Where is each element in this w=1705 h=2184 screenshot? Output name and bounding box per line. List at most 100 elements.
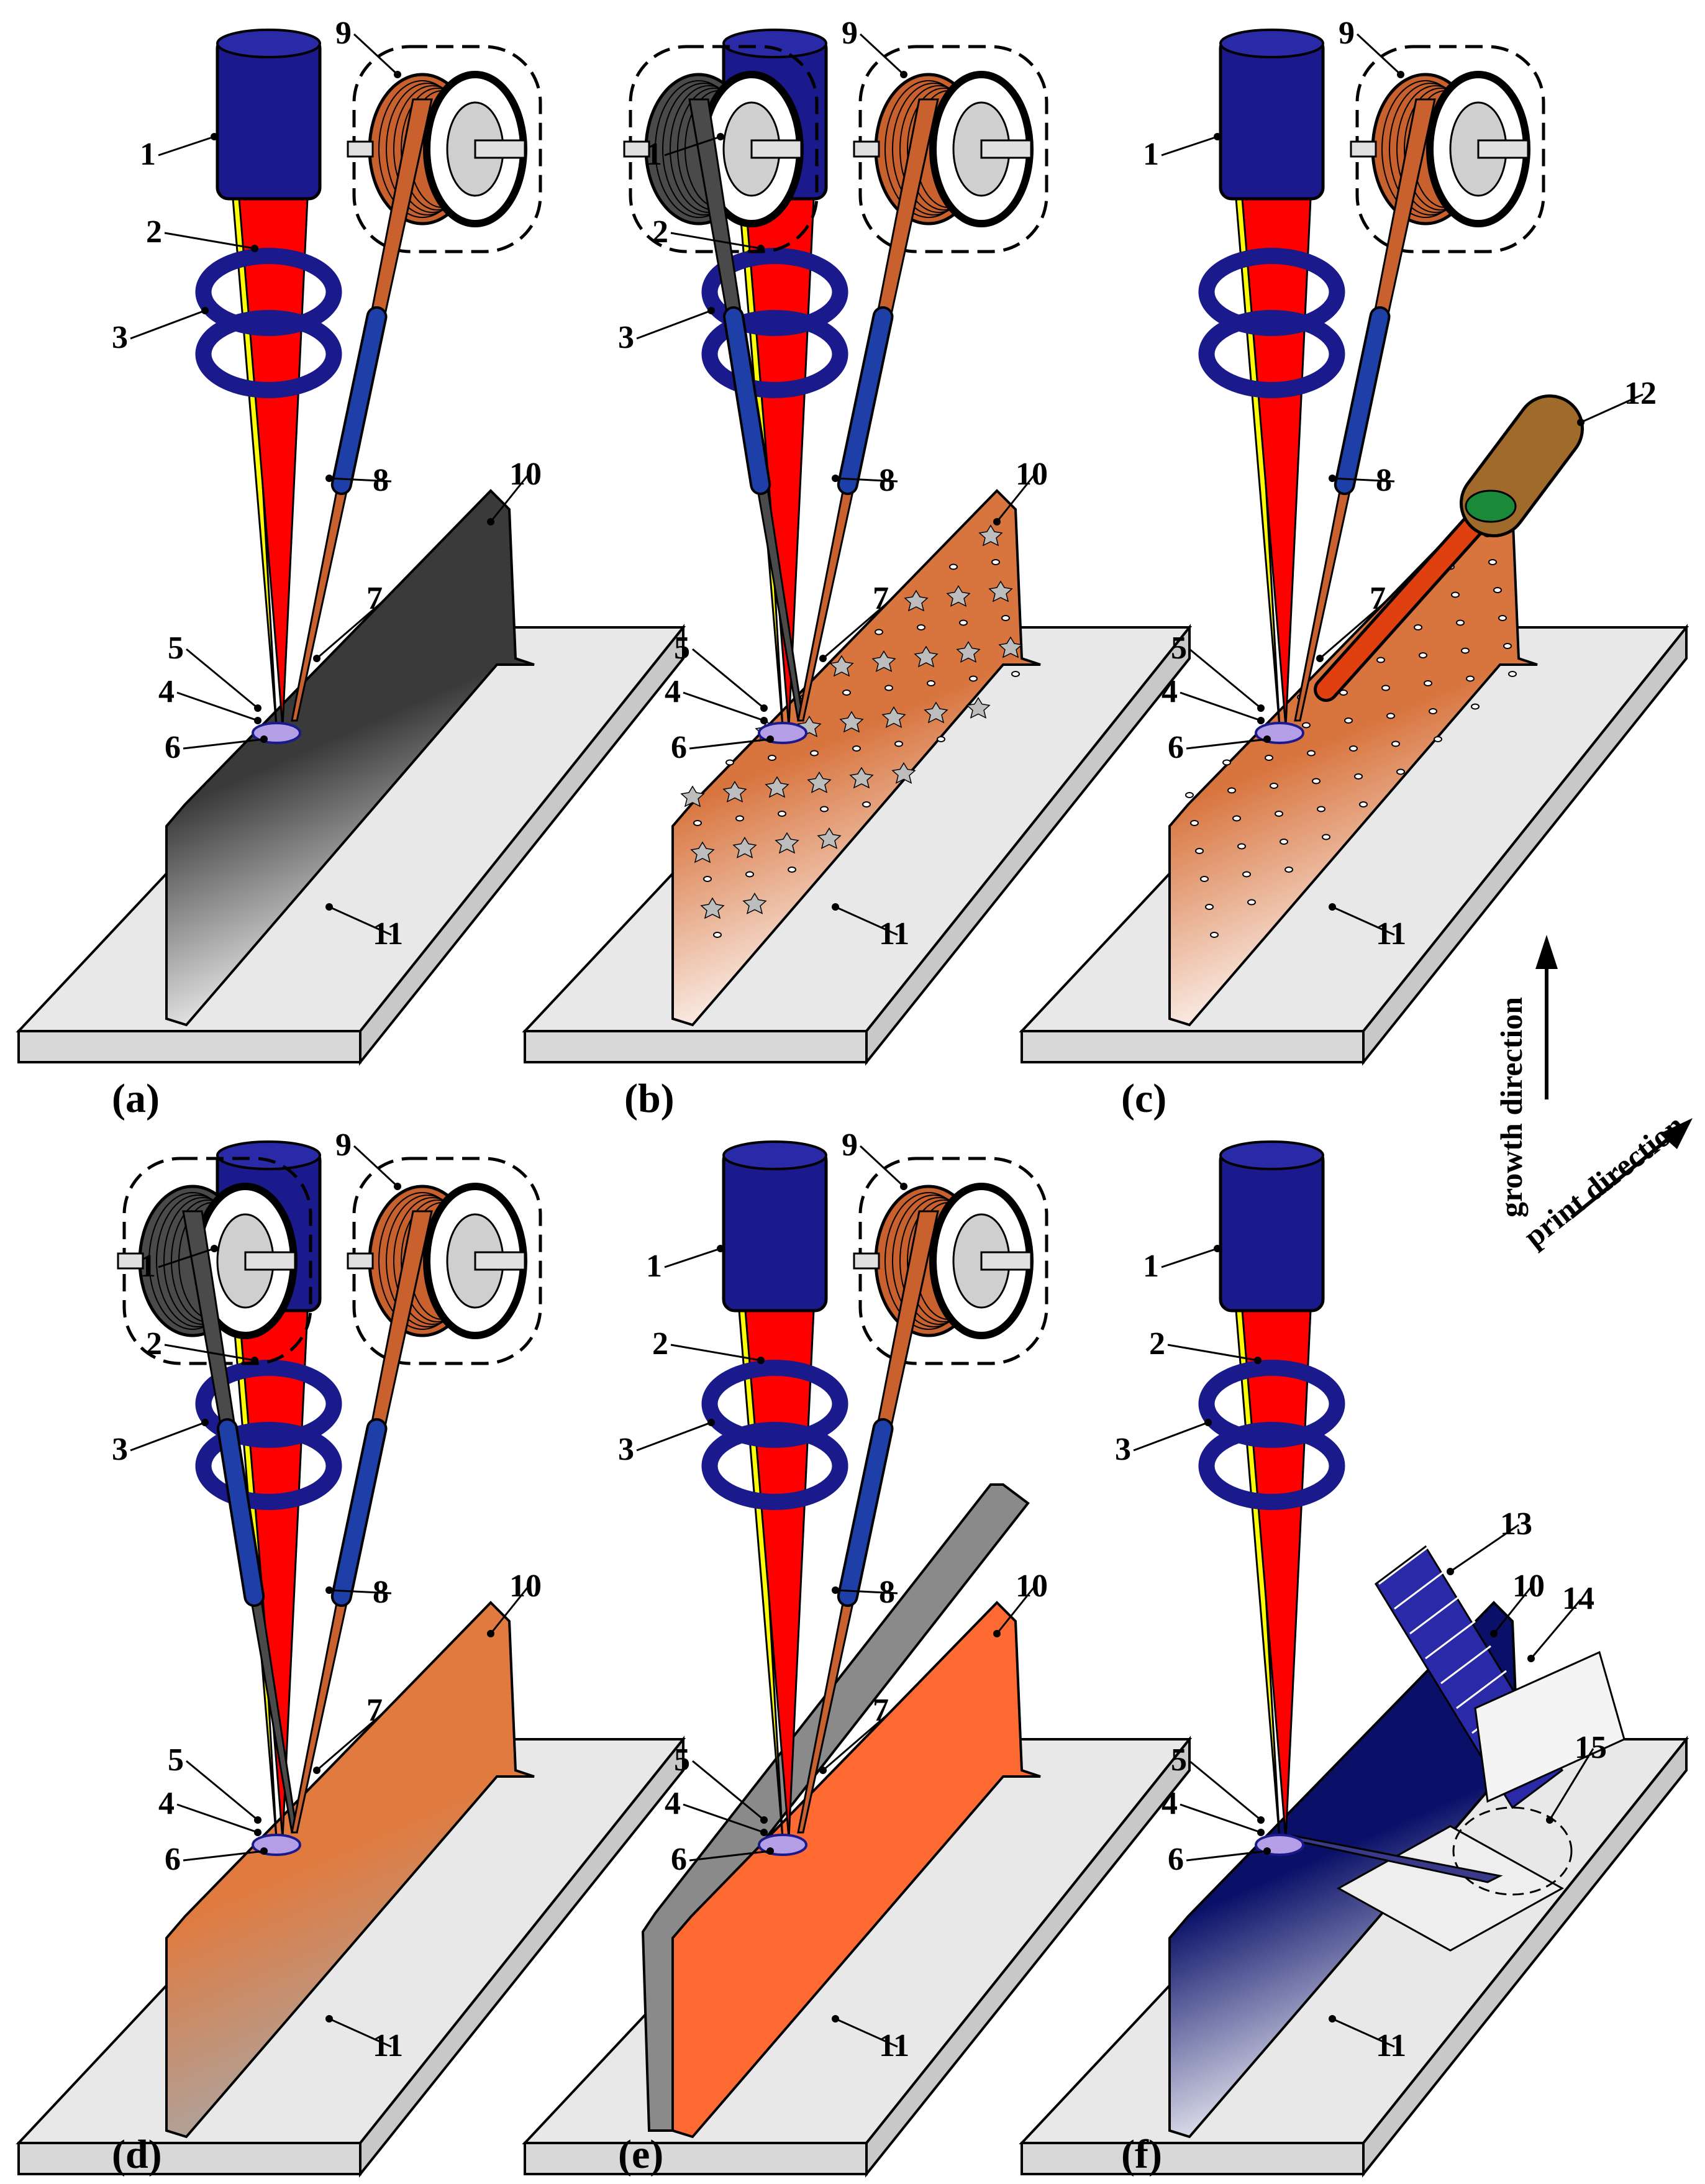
callout-8: 8	[1376, 463, 1392, 498]
callout-11-leader	[835, 2018, 898, 2048]
callout-1: 1	[1143, 1249, 1159, 1284]
callout-4-leader-tip	[1257, 1829, 1265, 1836]
callout-10-leader	[996, 475, 1035, 522]
wire-guide-tube	[219, 1421, 263, 1604]
callout-9-leader-tip	[900, 71, 907, 78]
callout-9: 9	[842, 16, 858, 51]
laser-head	[1219, 1147, 1325, 1313]
callout-10: 10	[1512, 1568, 1545, 1604]
callout-9-leader	[353, 1145, 399, 1188]
callout-5: 5	[674, 630, 690, 666]
laser-beam	[238, 198, 309, 727]
wire-guide-tube	[725, 309, 769, 493]
laser-head-top	[1219, 29, 1324, 58]
callout-5: 5	[674, 1742, 690, 1778]
callout-11-leader-tip	[832, 2015, 839, 2022]
callout-10: 10	[509, 457, 542, 492]
callout-7-leader-tip	[313, 655, 321, 662]
shielding-ring-1	[195, 1360, 342, 1448]
shielding-ring-2	[1198, 1422, 1345, 1510]
callout-8: 8	[373, 463, 389, 498]
callout-9-leader-tip	[394, 1183, 401, 1190]
callout-9-leader	[859, 33, 905, 76]
callout-10-leader-tip	[487, 1630, 494, 1637]
callout-9: 9	[335, 16, 352, 51]
callout-5-leader-tip	[760, 704, 768, 712]
callout-13-leader	[1450, 1524, 1519, 1573]
callout-9-leader	[353, 33, 399, 76]
callout-4-leader	[176, 1803, 258, 1834]
callout-9: 9	[335, 1127, 352, 1163]
callout-6-leader	[1186, 1850, 1268, 1862]
callout-11: 11	[373, 916, 403, 952]
wire-guide-tube	[839, 309, 891, 493]
callout-2-leader-tip	[757, 1357, 765, 1364]
deposited-wall	[671, 489, 1041, 1027]
callout-6: 6	[165, 730, 181, 765]
callout-9: 9	[842, 1127, 858, 1163]
callout-6-leader-tip	[1263, 1847, 1271, 1855]
shielding-ring-1	[701, 248, 848, 336]
callout-11-leader-tip	[1329, 2015, 1336, 2022]
callout-11-leader	[1332, 906, 1395, 936]
wire-spool	[853, 45, 1048, 253]
wire-spool	[347, 1157, 542, 1365]
callout-1: 1	[1143, 137, 1159, 172]
callout-5-leader	[186, 648, 258, 709]
callout-10: 10	[509, 1568, 542, 1604]
callout-7: 7	[873, 581, 889, 616]
callout-4-leader	[1180, 1803, 1262, 1834]
callout-7: 7	[1370, 581, 1386, 616]
callout-3-leader-tip	[201, 1419, 209, 1426]
callout-11: 11	[373, 2028, 403, 2063]
callout-8-leader-tip	[325, 1586, 333, 1594]
callout-11-leader-tip	[325, 903, 333, 911]
callout-10-leader	[489, 475, 529, 522]
callout-8-leader	[1332, 477, 1395, 483]
laser-head-top	[1219, 1140, 1324, 1170]
callout-3-leader-tip	[707, 1419, 715, 1426]
callout-11-leader	[1332, 2018, 1395, 2048]
callout-9-leader	[859, 1145, 905, 1188]
callout-12-leader-tip	[1577, 419, 1585, 426]
powder-nozzle	[1314, 394, 1584, 702]
callout-10: 10	[1016, 1568, 1048, 1604]
callout-3-leader-tip	[707, 307, 715, 314]
laser-beam	[1241, 1309, 1312, 1839]
callout-6: 6	[1168, 730, 1184, 765]
callout-4: 4	[158, 674, 175, 709]
callout-7: 7	[873, 1693, 889, 1728]
callout-3-leader	[636, 1421, 712, 1452]
callout-11-leader-tip	[832, 903, 839, 911]
callout-6-leader	[1186, 738, 1268, 750]
callout-5-leader-tip	[1257, 1816, 1265, 1824]
callout-2: 2	[1149, 1326, 1165, 1362]
caption-a: (a)	[112, 1076, 160, 1121]
callout-5-leader-tip	[254, 1816, 261, 1824]
callout-3-leader-tip	[201, 307, 209, 314]
caption-f: (f)	[1121, 2132, 1162, 2177]
callout-2-leader	[164, 232, 255, 250]
shielding-ring-1	[701, 1360, 848, 1448]
laser-head	[216, 35, 322, 201]
callout-4: 4	[1162, 1786, 1178, 1821]
callout-1-leader	[158, 135, 215, 157]
callout-11-leader	[835, 906, 898, 936]
callout-8: 8	[373, 1575, 389, 1610]
callout-5: 5	[1171, 630, 1187, 666]
laser-head	[1219, 35, 1325, 201]
callout-11: 11	[1376, 2028, 1406, 2063]
growth-direction-indicator: growth direction	[1494, 935, 1558, 1217]
callout-10-leader-tip	[993, 518, 1001, 526]
callout-10-leader	[1493, 1586, 1532, 1634]
callout-4: 4	[665, 1786, 681, 1821]
callout-14: 14	[1562, 1581, 1594, 1616]
callout-3: 3	[618, 1432, 634, 1467]
callout-6-leader-tip	[260, 1847, 268, 1855]
callout-3-leader-tip	[1204, 1419, 1212, 1426]
caption-d: (d)	[112, 2132, 162, 2177]
callout-8-leader-tip	[1329, 475, 1336, 482]
callout-10-leader-tip	[487, 518, 494, 526]
callout-2: 2	[146, 214, 162, 250]
